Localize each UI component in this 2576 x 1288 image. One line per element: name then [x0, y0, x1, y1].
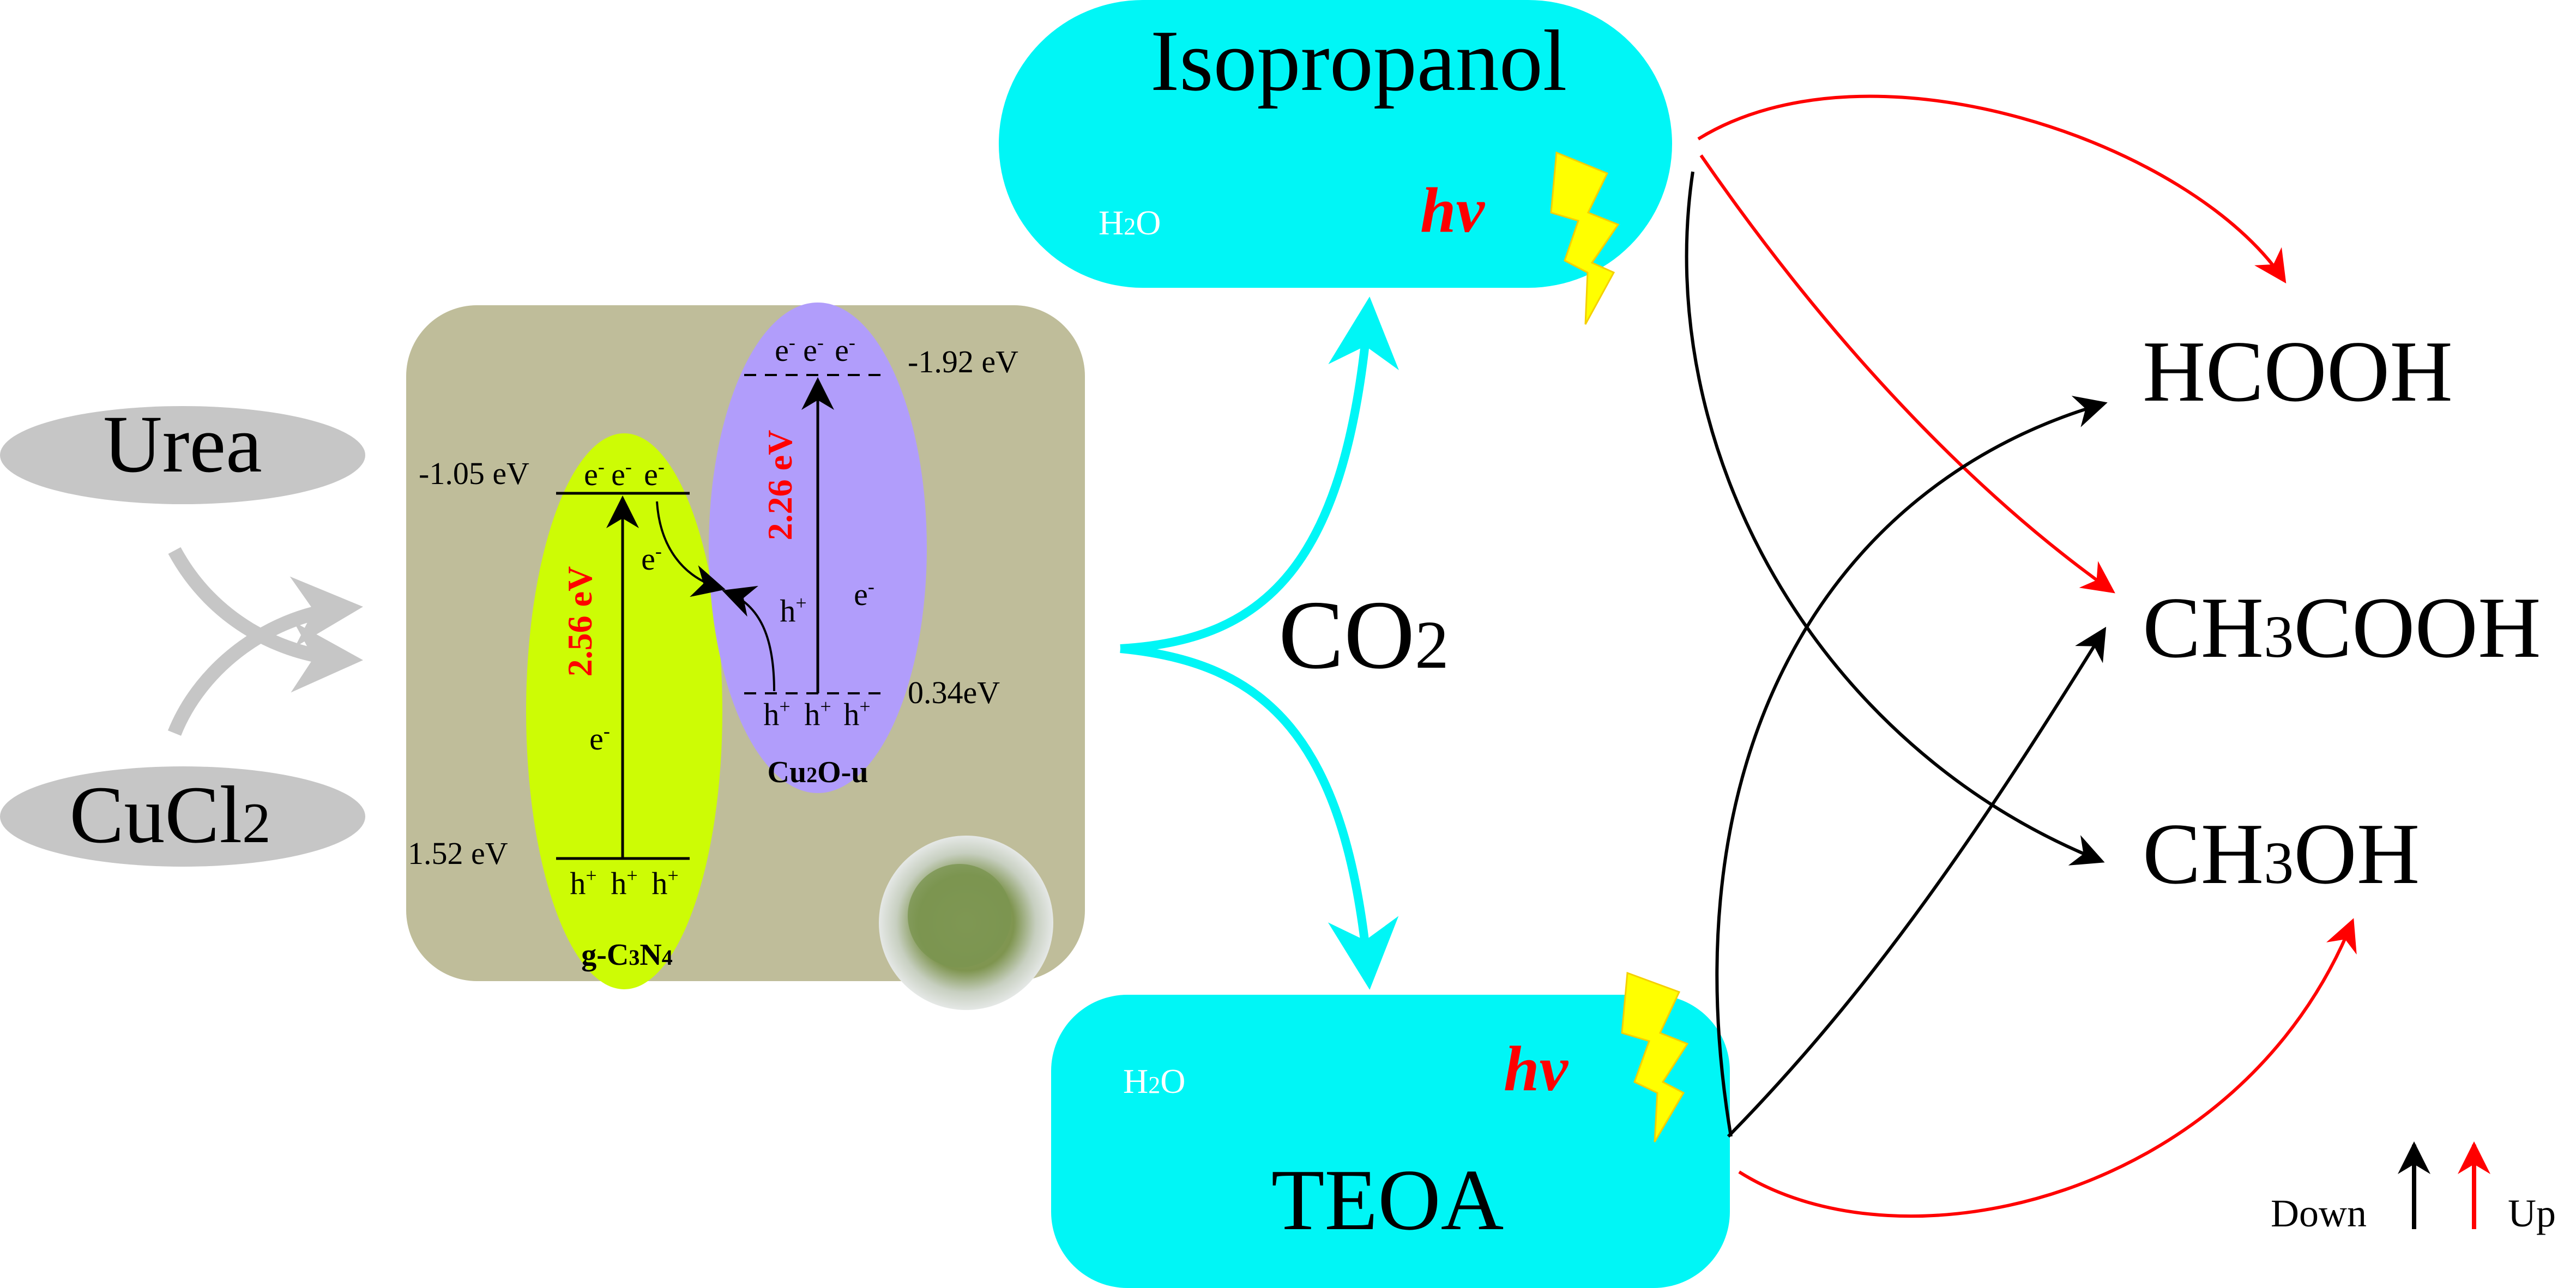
lightning-icon — [1621, 971, 1689, 1142]
cu2o-mid-electron: e- — [854, 576, 874, 612]
lightning-icon — [1550, 151, 1620, 325]
gc3n4-vb-hole: h+ — [651, 864, 678, 901]
cu2o-band-gap: 2.26 eV — [761, 430, 799, 541]
cucl2-label: CuCl2 — [69, 770, 270, 860]
gc3n4-mid-electron: e- — [589, 720, 610, 757]
teoa-light-label: hv — [1504, 1033, 1569, 1104]
product-arrows — [1685, 94, 2357, 1218]
electron-transfer-arrow — [656, 501, 726, 597]
cu2o-vb-hole: h+ — [763, 696, 790, 732]
catalyst-powder-texture — [908, 864, 1011, 967]
isopropanol-water-label: H2O — [1099, 203, 1161, 242]
gc3n4-vb-hole: h+ — [611, 864, 637, 901]
cu2o-mid-hole: h+ — [780, 592, 806, 628]
products: HCOOH CH3COOH CH3OH — [2143, 323, 2541, 902]
legend-up-label: Up — [2508, 1192, 2556, 1235]
gc3n4-cb-electrons: e- — [611, 456, 632, 492]
teoa-to-ch3oh-up-arrow — [1738, 918, 2357, 1218]
teoa-to-hcooh-down-arrow — [1715, 396, 2108, 1137]
cu2o-cb-electrons: e- — [835, 331, 855, 368]
isopropanol-system: Isopropanol H2O hv — [999, 0, 1672, 325]
cu2o-cb-electrons: e- — [803, 331, 824, 368]
cu2o-vb-potential: 0.34eV — [908, 675, 1000, 710]
isopropanol-pill — [999, 0, 1672, 288]
co2-to-isopropanol-arrow — [1120, 297, 1399, 653]
teoa-water-label: H2O — [1123, 1062, 1185, 1100]
cucl2-bubble — [0, 766, 365, 867]
cucl2-to-panel-arrow — [167, 576, 363, 736]
ch3oh-label: CH3OH — [2143, 805, 2420, 902]
isopropanol-label: Isopropanol — [1150, 12, 1567, 109]
legend: Down Up — [2271, 1141, 2556, 1235]
co2-to-teoa-arrow — [1120, 644, 1399, 990]
cu2o-cb-potential: -1.92 eV — [908, 344, 1018, 379]
legend-down-label: Down — [2271, 1192, 2367, 1235]
cu2o-cb-electrons: e- — [775, 331, 795, 368]
gc3n4-label: g-C3N4 — [581, 938, 673, 972]
urea-to-panel-arrow — [168, 547, 363, 693]
teoa-system: TEOA H2O hv — [1051, 971, 1730, 1288]
gc3n4-vb-potential: 1.52 eV — [408, 836, 508, 871]
urea-bubble — [0, 406, 365, 504]
urea-label: Urea — [103, 399, 262, 489]
isopropanol-to-hcooh-up-arrow — [1697, 94, 2287, 283]
transfer-electron-label: e- — [641, 540, 662, 577]
co2-label: CO2 — [1278, 580, 1449, 689]
gc3n4-cb-potential: -1.05 eV — [419, 456, 529, 491]
gc3n4-band-gap: 2.56 eV — [560, 566, 599, 677]
teoa-to-ch3cooh-down-arrow — [1727, 626, 2107, 1138]
gc3n4-vb-hole: h+ — [570, 864, 596, 901]
isopropanol-to-ch3oh-down-arrow — [1685, 171, 2105, 866]
cu2o-label: Cu2O-u — [768, 755, 868, 789]
cu2o-vb-hole: h+ — [804, 696, 831, 732]
isopropanol-to-ch3cooh-up-arrow — [1699, 154, 2115, 594]
isopropanol-light-label: hv — [1420, 174, 1486, 246]
teoa-pill — [1051, 995, 1730, 1288]
photocatalyst-panel: e- e- e- h+ h+ h+ e- 2.56 eV -1.05 eV 1.… — [406, 303, 1085, 1010]
hole-transfer-arrow — [722, 585, 775, 692]
ch3cooh-label: CH3COOH — [2143, 579, 2541, 676]
co2-center: CO2 — [1120, 297, 1449, 990]
gc3n4-band-ellipse — [526, 433, 722, 989]
hcooh-label: HCOOH — [2143, 323, 2453, 420]
teoa-label: TEOA — [1271, 1151, 1504, 1248]
gc3n4-cb-electrons: e- — [644, 456, 665, 492]
reactants: Urea CuCl2 — [0, 399, 365, 867]
cu2o-vb-hole: h+ — [843, 696, 870, 732]
gc3n4-cb-electrons: e- — [584, 456, 605, 492]
